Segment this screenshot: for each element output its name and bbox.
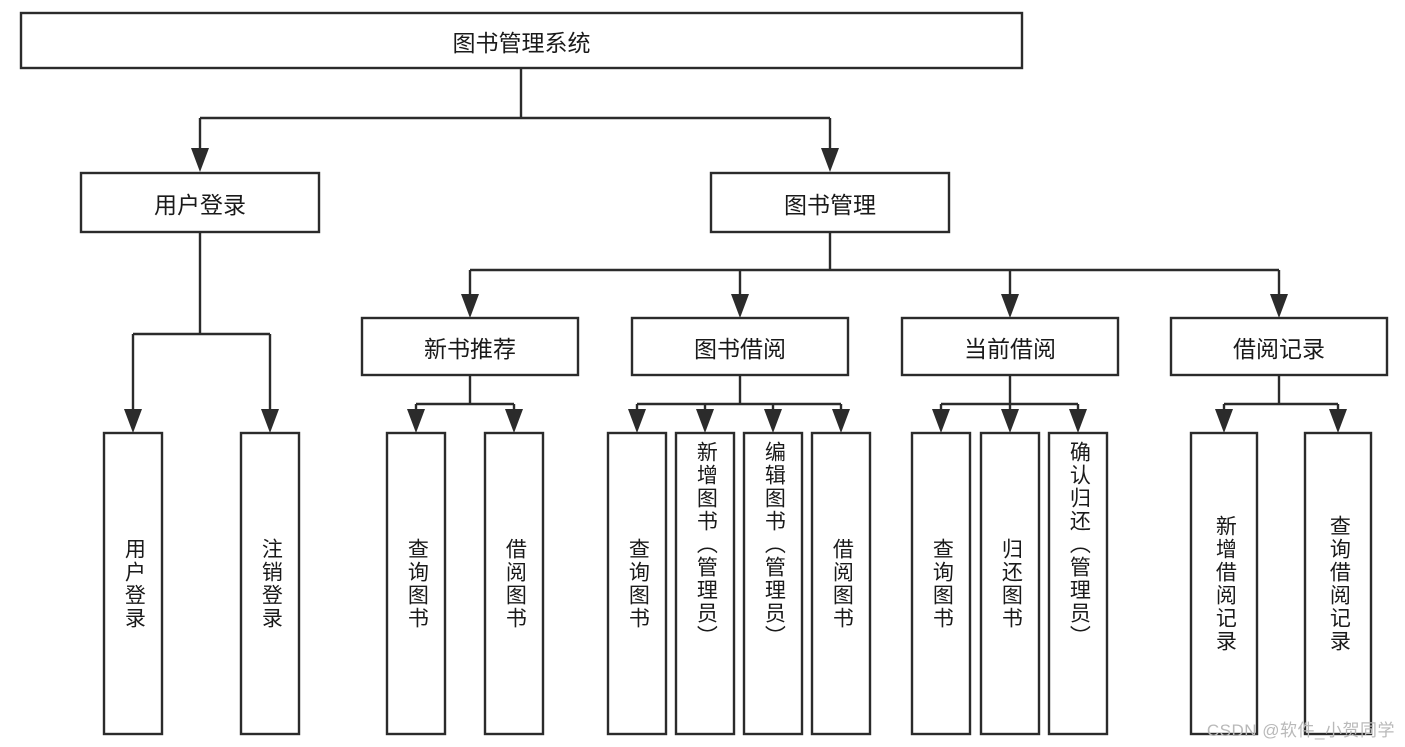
node-box-leaf-confirm-return[interactable] (1047, 431, 1109, 736)
node-layer (19, 11, 1389, 736)
node-box-user-login[interactable] (79, 171, 321, 234)
arrow-head-leaf-confirm-return (1069, 409, 1087, 433)
node-box-leaf-logout[interactable] (239, 431, 301, 736)
arrow-head-user-login (191, 148, 209, 172)
arrow-head-leaf-add-record (1215, 409, 1233, 433)
arrow-head-borrow-record (1270, 294, 1288, 318)
node-box-book-borrow[interactable] (630, 316, 850, 377)
arrow-head-leaf-query-book-2 (628, 409, 646, 433)
node-box-borrow-record[interactable] (1169, 316, 1389, 377)
arrow-head-leaf-borrow-book-2 (832, 409, 850, 433)
node-box-book-management[interactable] (709, 171, 951, 234)
node-box-leaf-borrow-book-1[interactable] (483, 431, 545, 736)
arrow-head-book-borrow (731, 294, 749, 318)
node-box-current-borrow[interactable] (900, 316, 1120, 377)
node-box-leaf-query-record[interactable] (1303, 431, 1373, 736)
arrow-head-leaf-add-book (696, 409, 714, 433)
node-box-leaf-query-book-1[interactable] (385, 431, 447, 736)
arrow-head-new-book-recommend (461, 294, 479, 318)
arrow-head-book-management (821, 148, 839, 172)
arrow-head-leaf-logout (261, 409, 279, 433)
node-box-leaf-return-book[interactable] (979, 431, 1041, 736)
arrow-head-leaf-edit-book (764, 409, 782, 433)
arrow-head-current-borrow (1001, 294, 1019, 318)
watermark-text: CSDN @软件_小贺同学 (1206, 721, 1395, 740)
node-box-leaf-edit-book[interactable] (742, 431, 804, 736)
node-box-leaf-borrow-book-2[interactable] (810, 431, 872, 736)
connector-layer (124, 68, 1347, 433)
node-box-leaf-user-login[interactable] (102, 431, 164, 736)
node-box-root[interactable] (19, 11, 1024, 70)
arrow-head-leaf-return-book (1001, 409, 1019, 433)
node-box-leaf-add-book[interactable] (674, 431, 736, 736)
arrow-head-leaf-query-book-3 (932, 409, 950, 433)
arrow-head-leaf-borrow-book-1 (505, 409, 523, 433)
arrow-head-leaf-query-book-1 (407, 409, 425, 433)
node-box-leaf-add-record[interactable] (1189, 431, 1259, 736)
arrow-head-leaf-user-login (124, 409, 142, 433)
node-box-leaf-query-book-3[interactable] (910, 431, 972, 736)
node-box-new-book-recommend[interactable] (360, 316, 580, 377)
node-box-leaf-query-book-2[interactable] (606, 431, 668, 736)
arrow-head-leaf-query-record (1329, 409, 1347, 433)
